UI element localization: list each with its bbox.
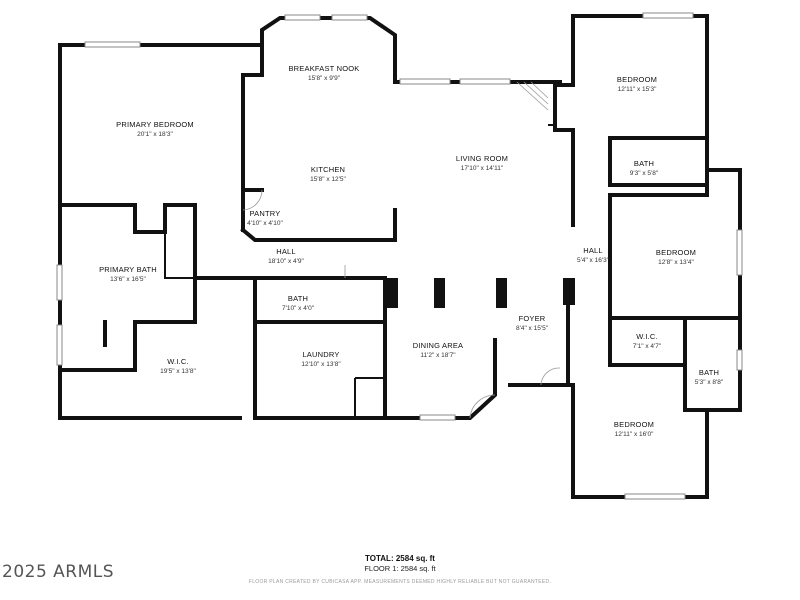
room-name-living-room: LIVING ROOM (456, 154, 508, 163)
room-dims-bedroom-e: 12'8" x 13'4" (658, 259, 694, 266)
floor-area: FLOOR 1: 2584 sq. ft (364, 564, 436, 573)
watermark: 2025 ARMLS (2, 562, 115, 582)
room-dims-primary-bath: 13'6" x 16'5" (110, 276, 146, 283)
room-name-bedroom-ne: BEDROOM (617, 75, 657, 84)
room-dims-hall-main: 18'10" x 4'9" (268, 258, 304, 265)
room-name-bedroom-e: BEDROOM (656, 248, 696, 257)
total-area: TOTAL: 2584 sq. ft (0, 554, 800, 563)
room-dims-bedroom-ne: 12'11" x 15'3" (618, 86, 657, 93)
room-dims-bath-ne: 9'3" x 5'8" (630, 170, 659, 177)
room-name-dining-area: DINING AREA (413, 341, 464, 350)
room-name-laundry: LAUNDRY (302, 350, 339, 359)
room-name-foyer: FOYER (519, 314, 546, 323)
room-name-breakfast-nook: BREAKFAST NOOK (288, 64, 359, 73)
room-name-primary-bath: PRIMARY BATH (99, 265, 157, 274)
room-dims-hall-east: 5'4" x 16'3" (577, 257, 610, 264)
total-value: 2584 sq. ft (395, 554, 435, 563)
room-dims-wic-se: 7'1" x 4'7" (633, 343, 662, 350)
room-dims-primary-bedroom: 20'1" x 18'3" (137, 131, 173, 138)
room-name-primary-bedroom: PRIMARY BEDROOM (116, 120, 194, 129)
room-dims-foyer: 8'4" x 15'5" (516, 325, 549, 332)
room-name-wic-primary: W.I.C. (167, 357, 189, 366)
room-name-wic-se: W.I.C. (636, 332, 658, 341)
total-label: TOTAL: (365, 554, 394, 563)
disclaimer: FLOOR PLAN CREATED BY CUBICASA APP. MEAS… (248, 579, 552, 585)
room-dims-pantry: 4'10" x 4'10" (247, 220, 283, 227)
room-dims-breakfast-nook: 15'8" x 9'9" (308, 75, 341, 82)
room-name-pantry: PANTRY (250, 209, 281, 218)
room-name-bath-center: BATH (288, 294, 308, 303)
room-dims-dining-area: 11'2" x 18'7" (420, 352, 456, 359)
room-labels: PRIMARY BEDROOM 20'1" x 18'3" BREAKFAST … (99, 64, 724, 438)
room-name-bedroom-se: BEDROOM (614, 420, 654, 429)
windows (56, 12, 743, 500)
room-dims-living-room: 17'10" x 14'11" (461, 165, 504, 172)
room-name-bath-ne: BATH (634, 159, 654, 168)
room-name-hall-main: HALL (276, 247, 296, 256)
room-dims-bath-se: 5'3" x 8'8" (695, 379, 724, 386)
room-dims-laundry: 12'10" x 13'8" (301, 361, 341, 368)
room-dims-wic-primary: 19'5" x 13'8" (160, 368, 196, 375)
room-dims-kitchen: 15'8" x 12'5" (310, 176, 346, 183)
room-dims-bath-center: 7'10" x 4'0" (282, 305, 315, 312)
room-name-bath-se: BATH (699, 368, 719, 377)
room-dims-bedroom-se: 12'11" x 16'0" (615, 431, 654, 438)
doors (242, 81, 561, 419)
room-name-kitchen: KITCHEN (311, 165, 345, 174)
room-name-hall-east: HALL (583, 246, 603, 255)
